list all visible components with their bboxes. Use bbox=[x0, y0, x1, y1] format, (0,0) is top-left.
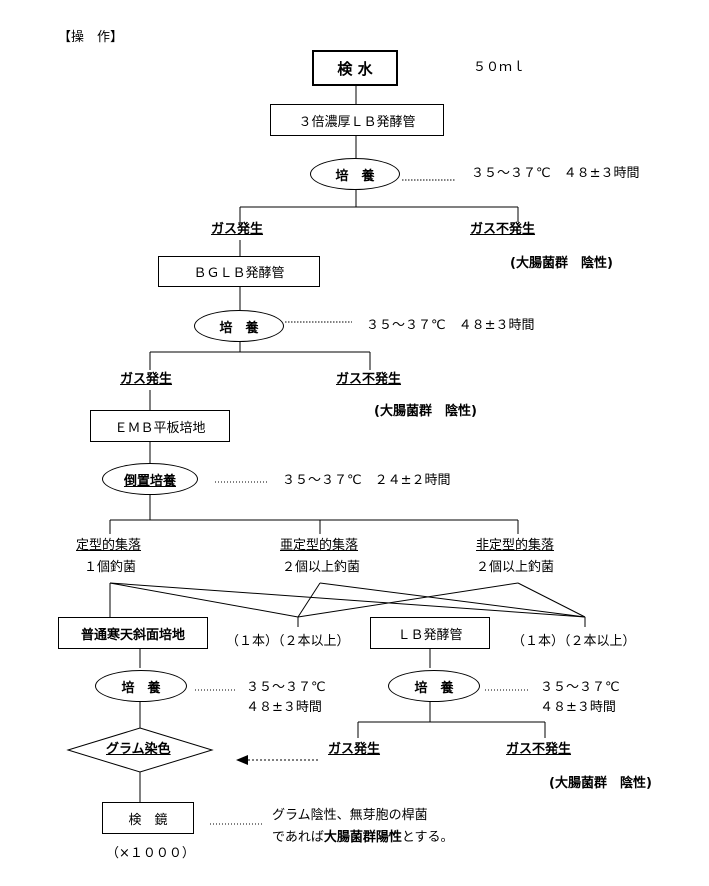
gas-negative-2: ガス不発生 bbox=[336, 372, 402, 387]
lb-tube-label-2: ＬＢ発酵管 bbox=[397, 627, 463, 643]
incubate-condition-left-time: ４８±３時間 bbox=[246, 700, 322, 715]
split-count-right: （１本）（２本以上） bbox=[512, 634, 636, 649]
conclusion-post: とする。 bbox=[401, 830, 454, 845]
lb-tube-box: ３倍濃厚ＬＢ発酵管 bbox=[270, 104, 444, 136]
gas-negative-3: ガス不発生 bbox=[506, 742, 572, 757]
agar-slant-box: 普通寒天斜面培地 bbox=[58, 617, 208, 649]
colony-pick-typical: １個釣菌 bbox=[84, 560, 137, 575]
sample-volume: ５０ｍｌ bbox=[473, 60, 526, 75]
gas-positive-2: ガス発生 bbox=[120, 372, 173, 387]
gas-negative-1: ガス不発生 bbox=[470, 222, 536, 237]
conclusion-line-1: グラム陰性、無芽胞の桿菌 bbox=[272, 808, 428, 823]
incubate-condition-3: ３５～３７℃ ２４±２時間 bbox=[282, 473, 451, 488]
split-count-left: （１本）（２本以上） bbox=[226, 634, 350, 649]
incubate-label-1: 培 養 bbox=[335, 168, 375, 184]
lb-tube-box-2: ＬＢ発酵管 bbox=[370, 617, 490, 649]
inverted-incubate-oval: 倒置培養 bbox=[102, 463, 198, 495]
coliform-negative-3: (大腸菌群 陰性) bbox=[549, 776, 652, 791]
incubate-label-2: 培 養 bbox=[219, 320, 259, 336]
incubate-condition-2: ３５～３７℃ ４８±３時間 bbox=[366, 318, 535, 333]
incubate-label-left: 培 養 bbox=[121, 680, 161, 696]
incubate-label-right: 培 養 bbox=[414, 680, 454, 696]
incubate-condition-right-time: ４８±３時間 bbox=[540, 700, 616, 715]
gram-stain-label: グラム染色 bbox=[106, 742, 171, 757]
colony-pick-subtypical: ２個以上釣菌 bbox=[282, 560, 361, 575]
incubate-oval-left: 培 養 bbox=[95, 670, 187, 702]
colony-type-subtypical: 亜定型的集落 bbox=[280, 538, 359, 553]
inverted-incubate-label: 倒置培養 bbox=[123, 473, 176, 489]
sample-label: 検 水 bbox=[337, 59, 373, 78]
incubate-oval-1: 培 養 bbox=[310, 158, 400, 190]
microscope-box: 検 鏡 bbox=[102, 802, 194, 834]
agar-slant-label: 普通寒天斜面培地 bbox=[80, 627, 185, 643]
incubate-oval-right: 培 養 bbox=[388, 670, 480, 702]
colony-pick-atypical: ２個以上釣菌 bbox=[476, 560, 555, 575]
conclusion-pre: であれば bbox=[272, 830, 324, 845]
bglb-tube-box: ＢＧＬＢ発酵管 bbox=[158, 256, 320, 287]
gas-positive-1: ガス発生 bbox=[211, 222, 264, 237]
colony-type-atypical: 非定型的集落 bbox=[476, 538, 555, 553]
conclusion-bold: 大腸菌群陽性 bbox=[323, 830, 402, 845]
microscope-label: 検 鏡 bbox=[128, 812, 168, 828]
magnification: （×１０００） bbox=[106, 846, 195, 861]
incubate-condition-right-temp: ３５～３７℃ bbox=[540, 680, 620, 695]
coliform-negative-2: (大腸菌群 陰性) bbox=[374, 404, 477, 419]
sample-box: 検 水 bbox=[312, 50, 398, 86]
section-header: 【操 作】 bbox=[58, 30, 124, 45]
bglb-tube-label: ＢＧＬＢ発酵管 bbox=[193, 266, 285, 281]
incubate-condition-left-temp: ３５～３７℃ bbox=[246, 680, 326, 695]
colony-type-typical: 定型的集落 bbox=[76, 538, 142, 553]
emb-plate-label: ＥＭＢ平板培地 bbox=[114, 420, 206, 436]
gas-positive-3: ガス発生 bbox=[328, 742, 381, 757]
coliform-negative-1: (大腸菌群 陰性) bbox=[510, 256, 613, 271]
incubate-condition-1: ３５～３７℃ ４８±３時間 bbox=[471, 166, 640, 181]
lb-tube-label: ３倍濃厚ＬＢ発酵管 bbox=[298, 114, 416, 130]
incubate-oval-2: 培 養 bbox=[194, 310, 284, 342]
conclusion-line-2: であれば大腸菌群陽性とする。 bbox=[272, 830, 454, 846]
emb-plate-box: ＥＭＢ平板培地 bbox=[90, 410, 230, 442]
